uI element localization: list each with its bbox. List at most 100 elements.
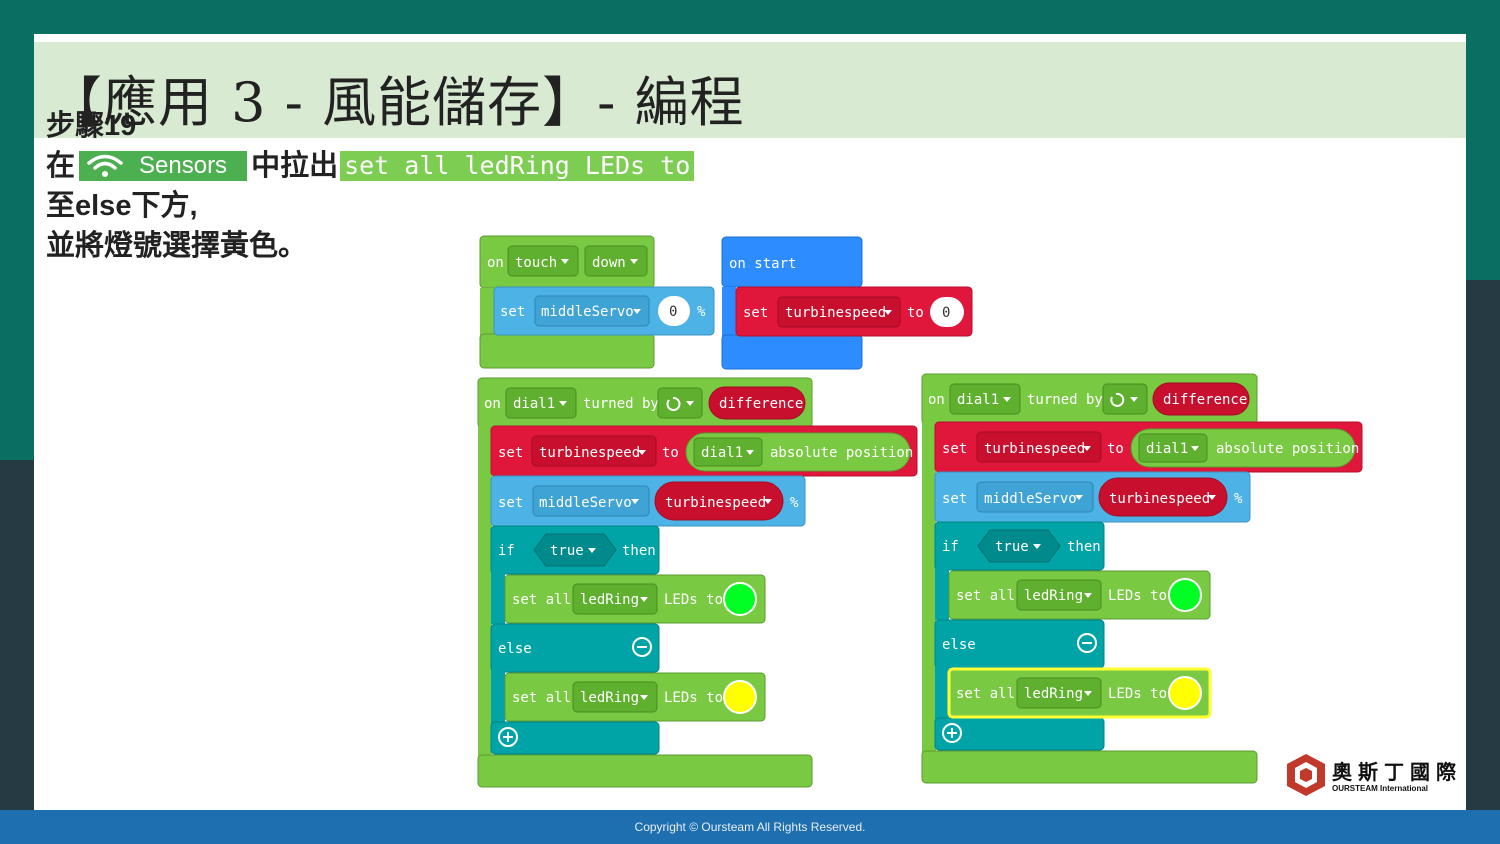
logo-english-name: OURSTEAM International [1332, 784, 1429, 793]
on-touch-down-event-block[interactable]: on touch down [479, 235, 655, 369]
on-start-event-block[interactable]: on start [721, 236, 863, 370]
leds-to-label: LEDs to [1108, 588, 1167, 604]
turbinespeed-variable[interactable]: turbinespeed [654, 481, 784, 521]
left-set-all-ledring-yellow-block[interactable]: set all ledRing LEDs to [504, 672, 766, 722]
percent-label: % [790, 495, 799, 511]
dial1-label: dial1 [701, 445, 743, 461]
turbinespeed-value-input[interactable]: 0 [930, 297, 964, 327]
leds-to-label: LEDs to [664, 592, 723, 608]
rotation-direction-dropdown[interactable] [657, 387, 703, 419]
turbinespeed-variable[interactable]: turbinespeed [1098, 477, 1228, 517]
right-set-all-ledring-green-block[interactable]: set all ledRing LEDs to [948, 570, 1211, 620]
middleservo-dropdown[interactable]: middleServo [532, 485, 650, 517]
set-all-label: set all [512, 592, 571, 608]
middleservo-label: middleServo [541, 304, 634, 320]
absolute-position-label: absolute position [770, 445, 913, 461]
background-right-accent [1460, 280, 1500, 844]
rotate-clockwise-icon [666, 397, 681, 411]
right-on-dial1-turned-event-block[interactable]: on dial1 turned by difference [921, 373, 1258, 784]
on-start-label: on start [729, 256, 796, 272]
absolute-position-label: absolute position [1216, 441, 1359, 457]
touch-dropdown[interactable]: touch [507, 245, 579, 277]
dial1-absolute-position-block[interactable]: dial1 absolute position [685, 432, 913, 472]
ledring-dropdown[interactable]: ledRing [1016, 677, 1102, 709]
rotation-direction-dropdown[interactable] [1102, 383, 1148, 415]
turbinespeed-dropdown[interactable]: turbinespeed [531, 435, 657, 467]
middleservo-label: middleServo [539, 495, 632, 511]
instruction-color: 並將燈號選擇黃色。 [46, 230, 308, 262]
chevron-down-icon [1208, 495, 1216, 500]
difference-variable[interactable]: difference [1152, 382, 1250, 416]
on-label: on [484, 396, 501, 412]
background-left-accent [0, 460, 40, 844]
copyright-text: Copyright © Oursteam All Rights Reserved… [634, 820, 866, 834]
right-if-else-block[interactable]: if true then else [934, 521, 1105, 751]
set-label: set [500, 304, 525, 320]
else-label: else [498, 641, 532, 657]
true-label: true [550, 543, 584, 559]
chevron-down-icon [631, 499, 639, 504]
chevron-down-icon [1084, 691, 1092, 696]
chevron-down-icon [633, 309, 641, 314]
chevron-down-icon [588, 548, 596, 553]
instruction-line-3: 至else下方, [46, 186, 694, 226]
value-zero: 0 [942, 305, 950, 321]
add-else-if-button[interactable] [942, 723, 962, 743]
right-set-all-ledring-yellow-block-highlighted[interactable]: set all ledRing LEDs to [947, 667, 1212, 719]
left-on-dial1-turned-event-block[interactable]: on dial1 turned by difference [477, 377, 813, 788]
on-label: on [487, 255, 504, 271]
right-set-middleservo-block[interactable]: set middleServo turbinespeed % [934, 471, 1251, 523]
instruction-line-4: 並將燈號選擇黃色。 [46, 226, 694, 266]
turbinespeed-label: turbinespeed [665, 495, 766, 511]
left-set-turbinespeed-block[interactable]: set turbinespeed to dial1 absolute posit… [490, 425, 918, 477]
chevron-down-icon [884, 310, 892, 315]
rotate-counterclockwise-icon [1110, 392, 1125, 407]
led-color-picker-green[interactable] [1168, 578, 1202, 612]
set-middleservo-block[interactable]: set middleServo 0 % [493, 286, 715, 336]
add-else-if-button[interactable] [498, 727, 518, 747]
dial1-dropdown[interactable]: dial1 [505, 387, 577, 419]
value-zero: 0 [669, 304, 677, 320]
set-label: set [942, 441, 967, 457]
turbinespeed-label: turbinespeed [539, 445, 640, 461]
on-label: on [928, 392, 945, 408]
turbinespeed-label: turbinespeed [785, 305, 886, 321]
difference-variable[interactable]: difference [708, 386, 806, 420]
remove-else-button[interactable] [632, 637, 652, 657]
left-set-middleservo-block[interactable]: set middleServo turbinespeed % [490, 475, 806, 527]
sensors-label: Sensors [139, 152, 228, 179]
leds-to-label: LEDs to [1108, 686, 1167, 702]
true-condition-dropdown[interactable]: true [977, 529, 1061, 563]
ledring-label: ledRing [580, 690, 639, 706]
instruction-step: 步驟19 [46, 106, 694, 146]
chevron-down-icon [686, 401, 694, 406]
right-set-turbinespeed-block[interactable]: set turbinespeed to dial1 absolute posit… [934, 421, 1363, 473]
chevron-down-icon [640, 597, 648, 602]
led-color-picker-yellow[interactable] [1168, 676, 1202, 710]
ledring-label: ledRing [1024, 686, 1083, 702]
left-if-else-block[interactable]: if true then else [490, 525, 660, 755]
set-turbinespeed-block[interactable]: set turbinespeed to 0 [735, 286, 973, 337]
set-label: set [942, 491, 967, 507]
ledring-dropdown[interactable]: ledRing [1016, 579, 1102, 611]
code-block-chip: set all ledRing LEDs to [340, 151, 695, 181]
ledring-dropdown[interactable]: ledRing [572, 583, 658, 615]
ledring-dropdown[interactable]: ledRing [572, 681, 658, 713]
led-color-picker-green[interactable] [723, 582, 757, 616]
dial1-label: dial1 [513, 396, 555, 412]
dial1-dropdown[interactable]: dial1 [949, 383, 1021, 415]
if-label: if [942, 539, 959, 555]
led-color-picker-yellow[interactable] [723, 680, 757, 714]
slide-title: 【應用 3 - 風能儲存】- 編程 [48, 71, 745, 134]
turbinespeed-dropdown[interactable]: turbinespeed [976, 431, 1102, 463]
servo-value-input[interactable]: 0 [658, 296, 690, 326]
left-set-all-ledring-green-block[interactable]: set all ledRing LEDs to [504, 574, 766, 624]
turbinespeed-dropdown[interactable]: turbinespeed [777, 296, 901, 328]
remove-else-button[interactable] [1077, 633, 1097, 653]
true-condition-dropdown[interactable]: true [533, 533, 617, 567]
dial1-absolute-position-block[interactable]: dial1 absolute position [1130, 428, 1359, 468]
middleservo-dropdown[interactable]: middleServo [534, 295, 650, 327]
difference-label: difference [1163, 392, 1247, 408]
middleservo-dropdown[interactable]: middleServo [976, 481, 1094, 513]
down-dropdown[interactable]: down [584, 245, 648, 277]
